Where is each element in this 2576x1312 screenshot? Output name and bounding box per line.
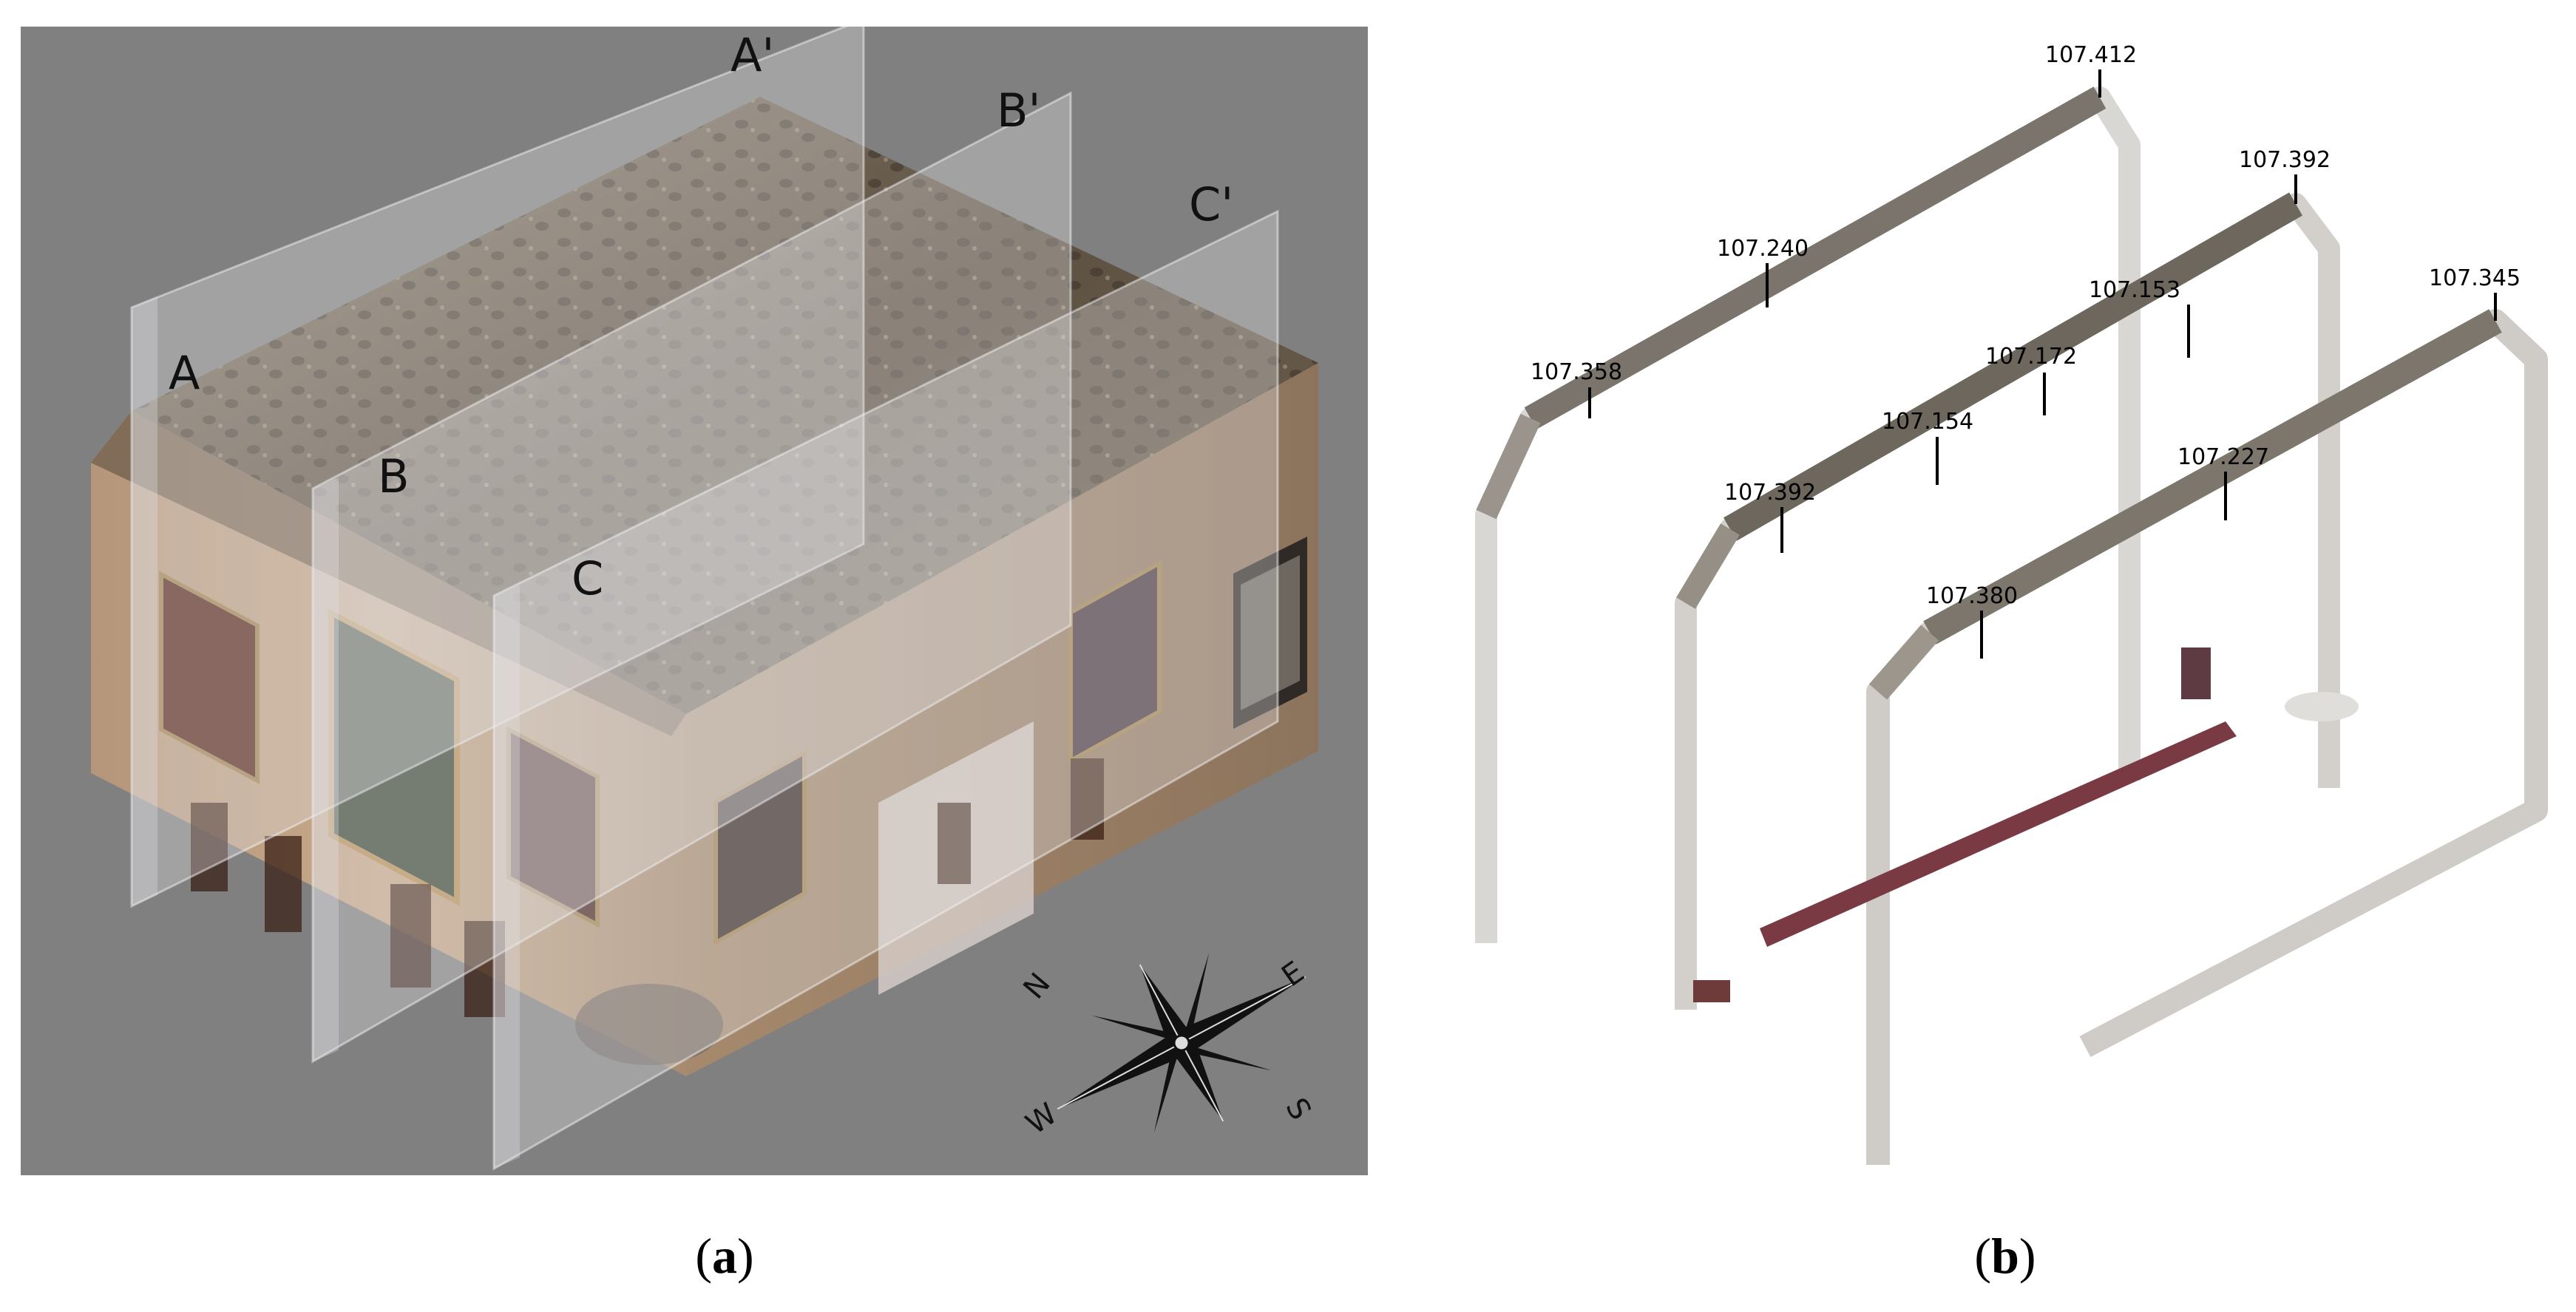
label-a: A [169, 346, 200, 400]
building-model [91, 97, 1318, 1076]
elevation-label: 107.392 [1724, 480, 1816, 506]
elevation-label: 107.412 [2045, 42, 2137, 68]
elevation-label: 107.358 [1531, 359, 1622, 385]
elevation-label: 107.227 [2177, 444, 2269, 470]
elevation-label: 107.392 [2239, 147, 2331, 173]
floor-furniture [1693, 647, 2359, 1002]
elevation-label: 107.345 [2429, 265, 2521, 291]
section-labels: A A' B B' C C' [169, 28, 1233, 605]
section-plane-a [130, 17, 865, 908]
label-a-prime: A' [731, 28, 774, 82]
caption-a: (a) [614, 1227, 835, 1285]
elevation-labels: 107.412 107.392 107.240 107.153 107.345 … [1531, 42, 2521, 609]
caption-b: (b) [1894, 1227, 2116, 1285]
caption-a-letter: a [712, 1228, 737, 1284]
compass-rose-icon [1057, 953, 1306, 1133]
section-profile-a [1475, 86, 2141, 943]
label-b: B [378, 449, 410, 503]
panel-b-drawing: 107.412 107.392 107.240 107.153 107.345 … [1449, 27, 2558, 1175]
label-c-prime: C' [1189, 177, 1233, 231]
caption-b-close: ) [2019, 1228, 2036, 1284]
elevation-label: 107.154 [1882, 409, 1973, 435]
label-c: C [572, 551, 603, 605]
elevation-label: 107.380 [1926, 583, 2018, 609]
panel-b-sections-view: 107.412 107.392 107.240 107.153 107.345 … [1449, 27, 2558, 1175]
panel-a-drawing: A A' B B' C C' N E [21, 17, 1368, 1175]
section-plane-c [492, 209, 1279, 1171]
panel-a-model-view: A A' B B' C C' N E [21, 17, 1368, 1175]
elevation-label: 107.153 [2089, 277, 2180, 303]
label-b-prime: B' [997, 84, 1041, 137]
caption-a-close: ) [737, 1228, 754, 1284]
section-planes [130, 17, 1279, 1171]
caption-b-open: ( [1974, 1228, 1992, 1284]
section-profile-b [1675, 192, 2340, 1010]
elevation-label: 107.172 [1985, 344, 2077, 370]
elevation-leaders [1588, 69, 2497, 659]
elevation-label: 107.240 [1717, 236, 1809, 262]
section-plane-b [311, 91, 1072, 1064]
caption-a-open: ( [695, 1228, 712, 1284]
caption-b-letter: b [1991, 1228, 2019, 1284]
